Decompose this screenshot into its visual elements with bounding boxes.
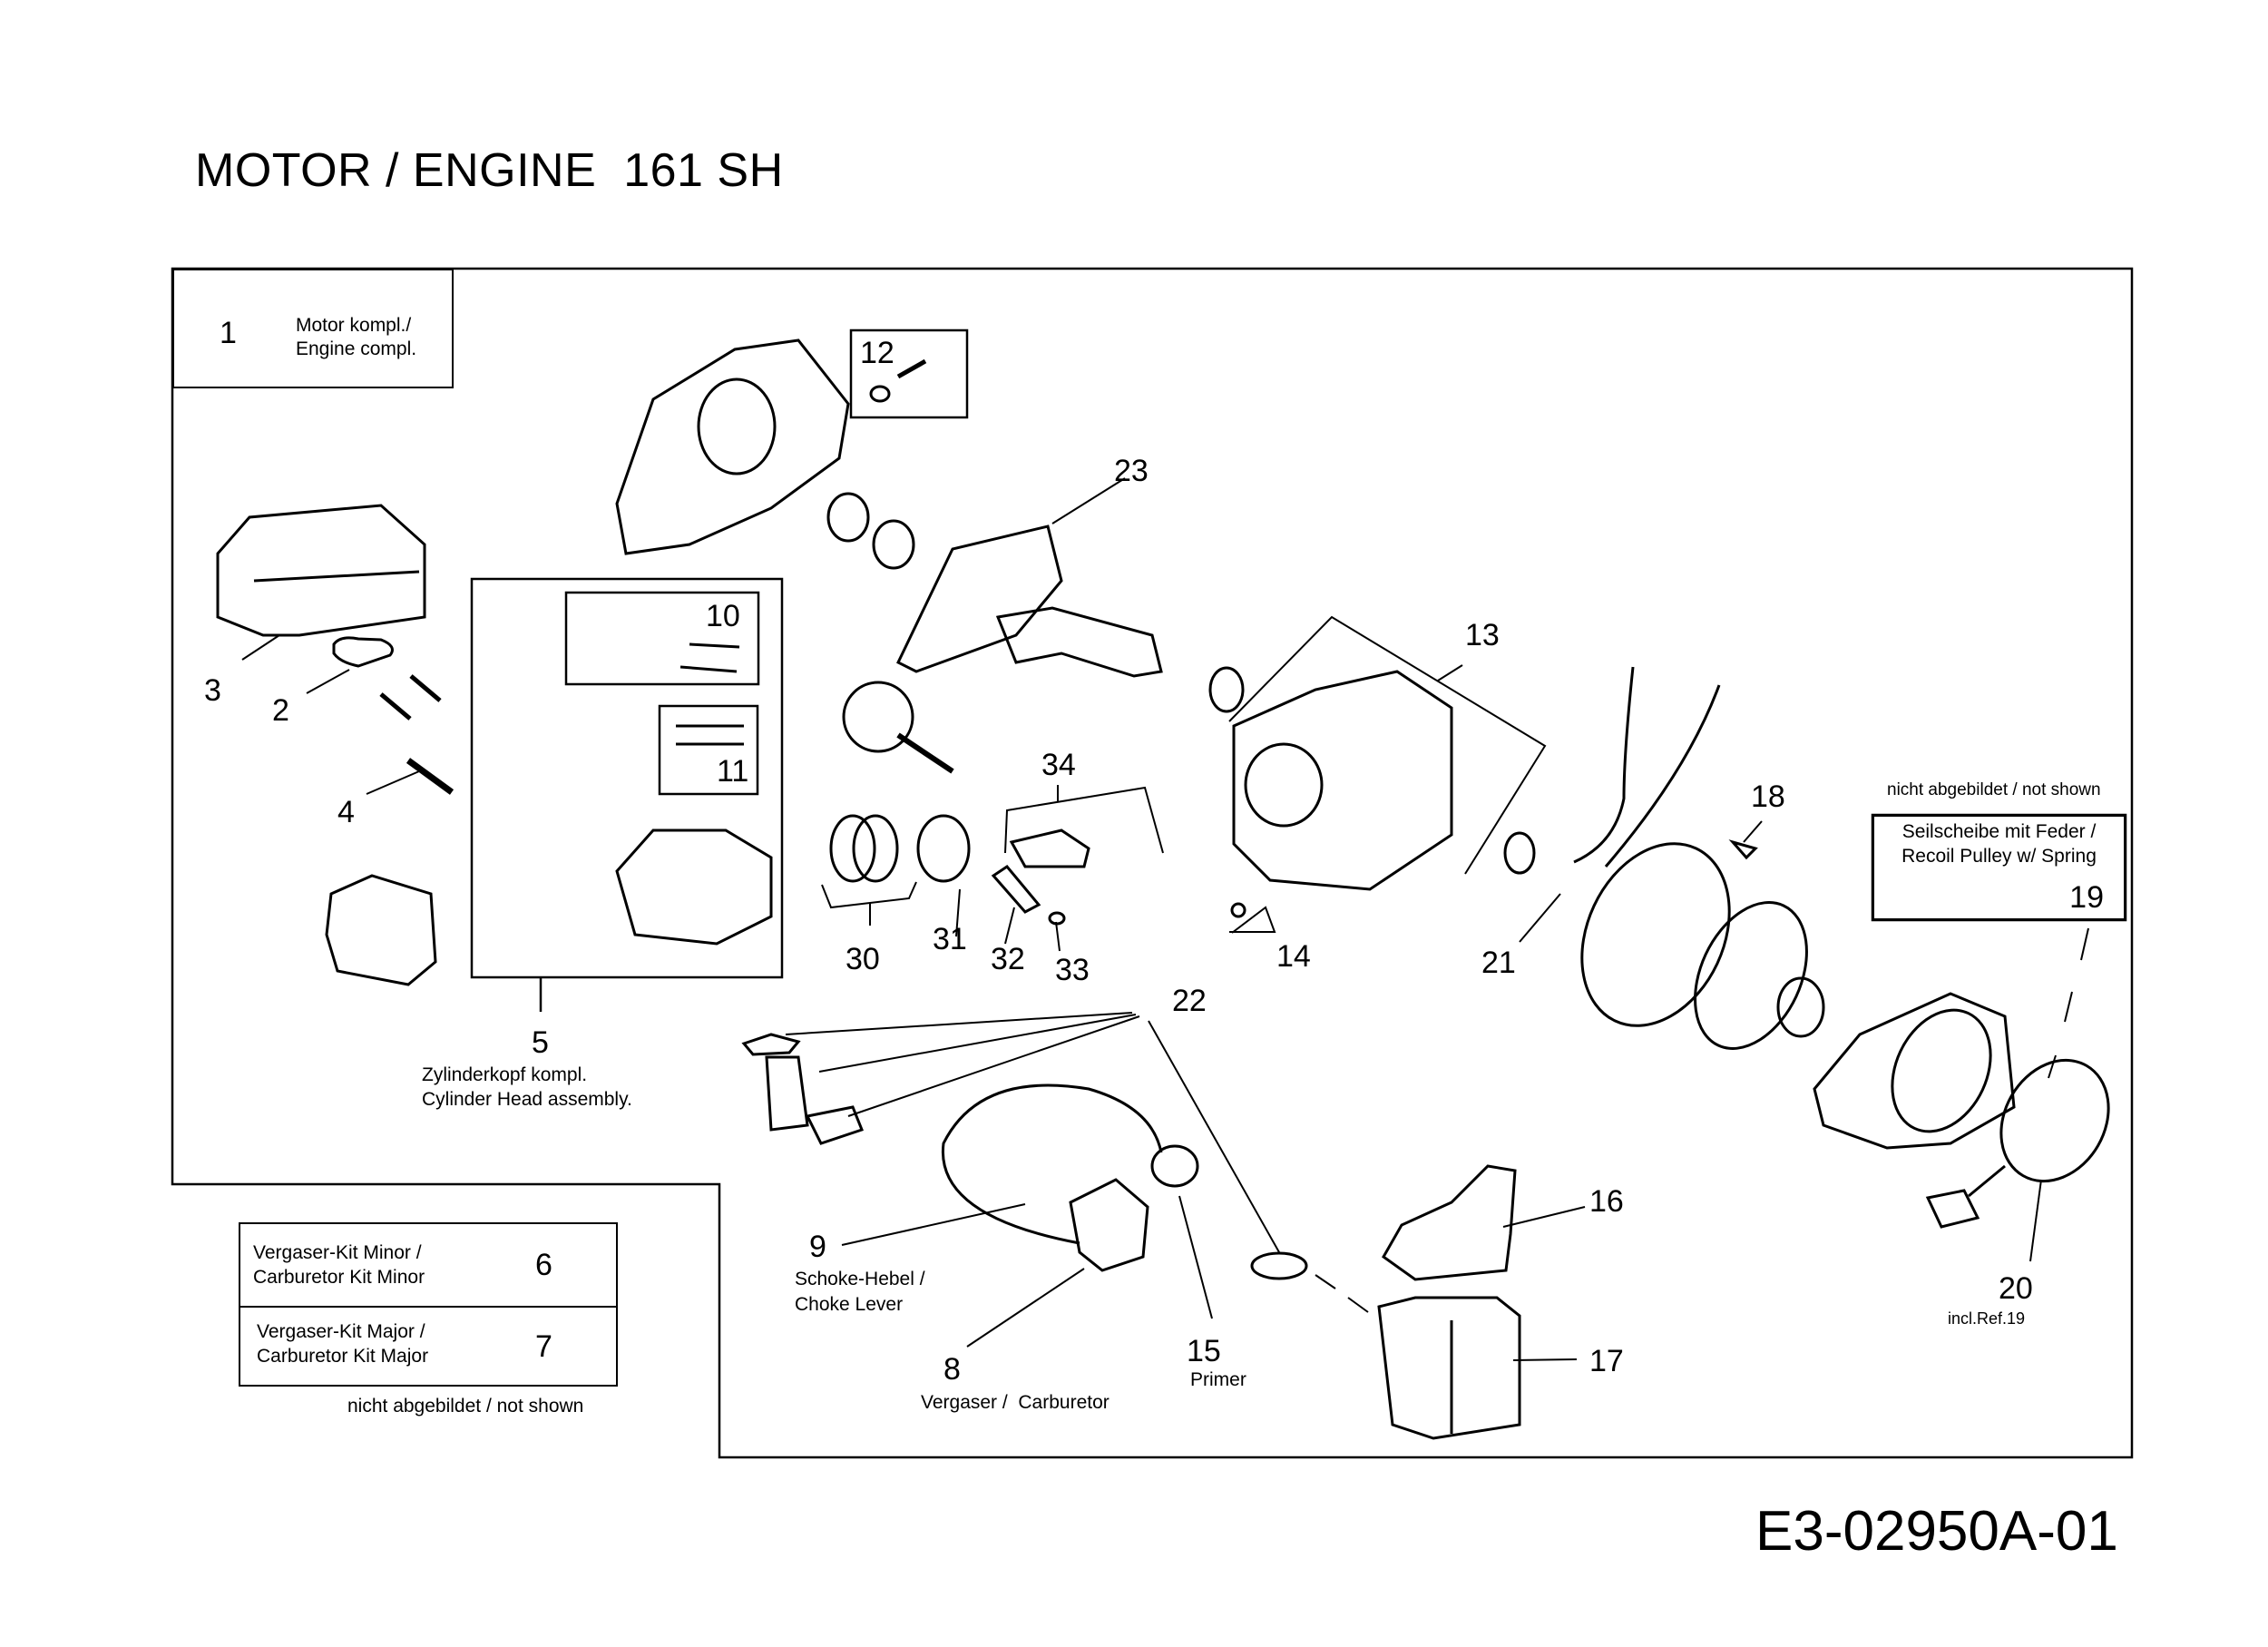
callout-18: 18 bbox=[1751, 779, 1785, 814]
callout-34: 34 bbox=[1041, 748, 1076, 782]
recoil-pulley-box: Seilscheibe mit Feder / Recoil Pulley w/… bbox=[1872, 815, 2126, 920]
primer-label: Primer bbox=[1190, 1369, 1246, 1390]
gasket-23-sketch bbox=[896, 524, 1063, 673]
ref-6: 6 bbox=[535, 1248, 552, 1282]
gasket-sketch bbox=[332, 636, 394, 668]
kit-row-minor: Vergaser-Kit Minor / Carburetor Kit Mino… bbox=[240, 1224, 616, 1308]
ref-7: 7 bbox=[535, 1329, 552, 1364]
part-sketches bbox=[216, 338, 2110, 1440]
callout-5: 5 bbox=[532, 1025, 549, 1060]
kit-minor-label-en: Carburetor Kit Minor bbox=[253, 1267, 425, 1289]
muffler-sketch bbox=[325, 874, 437, 986]
carburetor-sketch bbox=[1069, 1178, 1149, 1272]
kit-major-label-de: Vergaser-Kit Major / bbox=[257, 1321, 425, 1342]
recoil-pulley-label-en: Recoil Pulley w/ Spring bbox=[1901, 846, 2097, 867]
connecting-rod-sketch bbox=[1009, 828, 1090, 868]
ref-19: 19 bbox=[2069, 880, 2104, 915]
piston-sketch bbox=[916, 814, 971, 883]
callout-15: 15 bbox=[1187, 1334, 1221, 1368]
callout-11: 11 bbox=[717, 754, 749, 789]
valve-kit-frame bbox=[564, 591, 760, 686]
callout-10: 10 bbox=[706, 599, 740, 633]
air-filter-cover-sketch bbox=[1382, 1164, 1517, 1281]
engine-block-sketch bbox=[1232, 670, 1453, 891]
callout-32: 32 bbox=[991, 942, 1025, 976]
carburetor-label: Vergaser / Carburetor bbox=[921, 1392, 1110, 1413]
callout-13: 13 bbox=[1465, 618, 1500, 652]
recoil-incl-ref-label: incl.Ref.19 bbox=[1948, 1309, 2026, 1328]
kit-major-label-en: Carburetor Kit Major bbox=[257, 1346, 429, 1368]
main-frame bbox=[171, 267, 2134, 1459]
ref-1: 1 bbox=[220, 316, 237, 350]
cylinder-head-sketch bbox=[615, 828, 773, 946]
fan-cover-sketch bbox=[1813, 992, 2016, 1150]
document-number: E3-02950A-01 bbox=[1755, 1500, 2118, 1563]
callout-33: 33 bbox=[1055, 953, 1090, 987]
recoil-not-shown-note: nicht abgebildet / not shown bbox=[1887, 780, 2101, 799]
callout-9: 9 bbox=[809, 1230, 826, 1264]
pushrod-kit-frame bbox=[658, 704, 759, 796]
callout-14: 14 bbox=[1276, 939, 1311, 974]
recoil-starter-sketch bbox=[1999, 1058, 2110, 1183]
callout-12: 12 bbox=[860, 336, 894, 370]
callout-23: 23 bbox=[1114, 454, 1149, 488]
callout-30: 30 bbox=[846, 942, 880, 976]
engine-complete-label-en: Engine compl. bbox=[296, 338, 417, 359]
callout-17: 17 bbox=[1589, 1344, 1624, 1378]
engine-complete-box: 1 Motor kompl./ Engine compl. bbox=[172, 269, 454, 388]
crankcase-cover-sketch bbox=[615, 338, 850, 555]
drain-plug-frame bbox=[849, 328, 969, 419]
kit-minor-label-de: Vergaser-Kit Minor / bbox=[253, 1242, 422, 1263]
callout-4: 4 bbox=[337, 795, 355, 829]
callout-8: 8 bbox=[943, 1352, 961, 1387]
cylinder-head-group-frame bbox=[470, 577, 784, 979]
cylinder-head-label-de: Zylinderkopf kompl. bbox=[422, 1064, 588, 1085]
callout-22: 22 bbox=[1172, 984, 1207, 1018]
carburetor-kit-table: Vergaser-Kit Minor / Carburetor Kit Mino… bbox=[239, 1222, 618, 1387]
choke-lever-label-de: Schoke-Hebel / bbox=[795, 1269, 925, 1289]
callout-21: 21 bbox=[1481, 946, 1516, 980]
callout-20: 20 bbox=[1999, 1271, 2033, 1306]
cylinder-head-label-en: Cylinder Head assembly. bbox=[422, 1089, 632, 1110]
recoil-pulley-label-de: Seilscheibe mit Feder / bbox=[1901, 821, 2097, 842]
muffler-guard-sketch bbox=[216, 504, 426, 637]
kits-not-shown-note: nicht abgebildet / not shown bbox=[347, 1396, 584, 1417]
kit-row-major: Vergaser-Kit Major / Carburetor Kit Majo… bbox=[240, 1306, 616, 1387]
diagram-title: MOTOR / ENGINE 161 SH bbox=[195, 144, 784, 197]
callout-31: 31 bbox=[933, 922, 967, 956]
callout-3: 3 bbox=[204, 673, 221, 708]
flywheel-sketch bbox=[1580, 842, 1731, 1027]
choke-lever-label-en: Choke Lever bbox=[795, 1294, 904, 1315]
air-filter-housing-sketch bbox=[1377, 1296, 1521, 1440]
engine-complete-label-de: Motor kompl./ bbox=[296, 315, 412, 336]
callout-2: 2 bbox=[272, 693, 289, 728]
crankshaft-sketch bbox=[995, 606, 1163, 678]
callout-16: 16 bbox=[1589, 1184, 1624, 1219]
